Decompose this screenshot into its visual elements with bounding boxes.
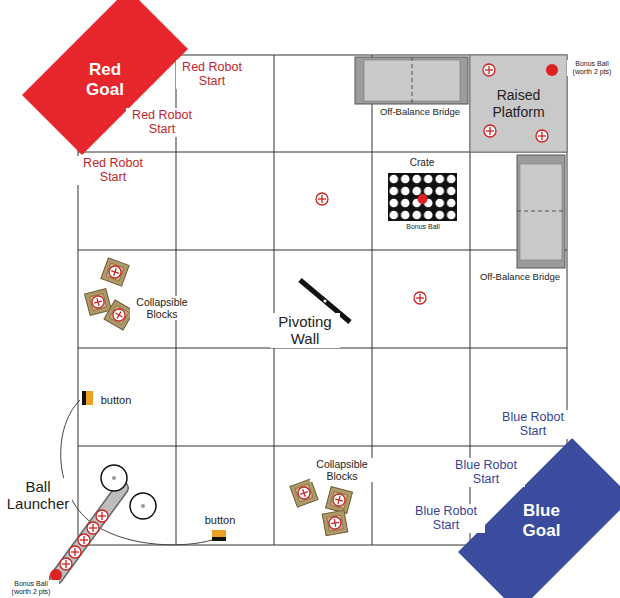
robot-start: Red Robot Start <box>77 156 149 185</box>
bonus-note: Bonus Ball (worth 2 pts) <box>3 580 59 596</box>
button-wire <box>61 400 212 545</box>
part-name: Ball Launcher <box>4 478 72 513</box>
robot-start: Red Robot Start <box>126 108 198 137</box>
ball <box>316 193 328 205</box>
button-symbol <box>212 530 226 541</box>
raised-platform <box>470 55 567 152</box>
node-text: Red Goal <box>74 60 136 99</box>
off-balance-bridge <box>517 155 565 268</box>
robot-start: Blue Robot Start <box>447 458 525 487</box>
ball <box>414 292 426 304</box>
part-name: Pivoting Wall <box>270 313 340 348</box>
part-name: Off-Balance Bridge <box>378 107 462 118</box>
robot-start: Red Robot Start <box>176 60 248 89</box>
robot-start: Blue Robot Start <box>407 504 485 533</box>
node-text: Raised Platform <box>477 87 561 119</box>
raised-platform-box: Raised Platform <box>470 55 567 152</box>
node-text: Blue Goal <box>511 501 573 540</box>
collapsible-blocks <box>290 479 353 536</box>
part-name: Off-Balance Bridge <box>478 272 562 283</box>
off-balance-bridge <box>355 57 468 104</box>
part-name: Collapsible Blocks <box>130 296 194 320</box>
robot-start: Blue Robot Start <box>494 410 572 439</box>
part-name: button <box>203 514 238 527</box>
part-name: Collapsible Blocks <box>310 458 374 482</box>
bonus-note: Bonus Ball <box>404 223 441 231</box>
crate <box>388 173 457 221</box>
part-name: Crate <box>408 157 436 169</box>
field-grid <box>78 55 567 545</box>
collapsible-blocks <box>85 258 134 330</box>
bonus-note: Bonus Ball (worth 2 pts) <box>567 60 617 76</box>
part-name: button <box>99 394 134 407</box>
button-symbol <box>82 391 93 405</box>
